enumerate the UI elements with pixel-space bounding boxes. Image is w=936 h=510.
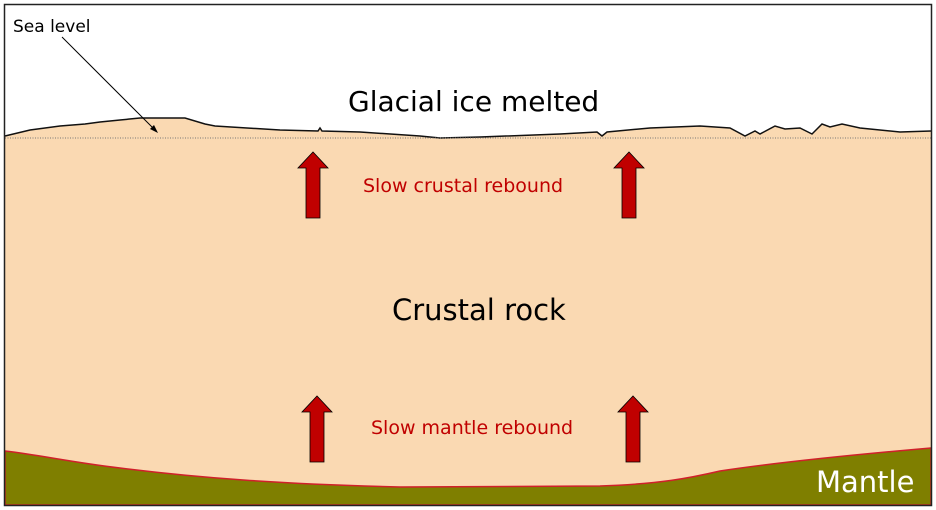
ice-surface-line — [4, 117, 932, 139]
crustal-rebound-label: Slow crustal rebound — [363, 175, 564, 197]
arrow-up-icon — [617, 395, 649, 463]
glacial-ice-label: Glacial ice melted — [348, 85, 600, 118]
arrow-up-icon — [613, 151, 645, 219]
sea-level-label: Sea level — [13, 17, 91, 37]
sea-level-pointer-head — [150, 125, 158, 133]
crustal-rock-region — [5, 118, 931, 505]
frame-border — [3, 3, 933, 507]
mantle-rebound-label: Slow mantle rebound — [371, 417, 574, 439]
mantle-region — [4, 447, 932, 506]
crustal-rock-label: Crustal rock — [392, 293, 566, 327]
arrow-up-icon — [301, 395, 333, 463]
mantle-label: Mantle — [816, 465, 915, 499]
sea-level-pointer — [61, 36, 157, 132]
arrow-up-icon — [297, 151, 329, 219]
